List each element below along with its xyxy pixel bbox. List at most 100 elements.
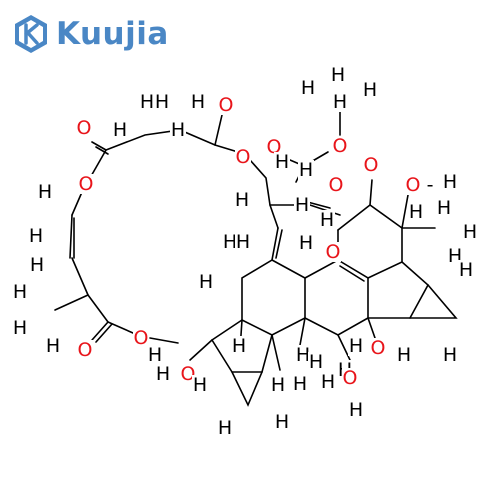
hydrogen-atom-label: H: [223, 231, 237, 253]
oxygen-atom-label: O: [343, 367, 358, 389]
hydrogen-atom-label: H: [140, 91, 154, 113]
atom-label-bg: [330, 65, 346, 85]
hydrogen-atom-label: H: [321, 371, 335, 393]
atom-label-bg: [155, 364, 171, 384]
atom-label-bg: [147, 345, 163, 365]
atom-label-bg: [320, 372, 336, 392]
atom-label-bg: [29, 255, 45, 275]
hydrogen-atom-label: H: [156, 363, 170, 385]
atom-label-bg: [37, 182, 53, 202]
hydrogen-atom-label: H: [293, 373, 307, 395]
atom-label-bg: [298, 160, 314, 180]
hydrogen-atom-label: H: [295, 194, 309, 216]
hydrogen-atom-label: H: [191, 91, 205, 113]
oxygen-atom-label: O: [371, 337, 386, 359]
oxygen-atom-label: O: [134, 327, 149, 349]
atom-label-bg: [154, 92, 170, 112]
hydrogen-atom-label: H: [13, 317, 27, 339]
hydrogen-atom-label: H: [296, 344, 310, 366]
oxygen-atom-label: O: [329, 174, 344, 196]
atom-label-bg: [442, 345, 458, 365]
molecule-bonds: [54, 109, 458, 407]
atom-label-bg: [192, 375, 208, 395]
hydrogen-atom-label: H: [443, 344, 457, 366]
atom-label-bg: [348, 400, 364, 420]
atom-label-bg: [274, 412, 290, 432]
oxygen-atom-label: O: [79, 173, 94, 195]
atom-label-bg: [408, 202, 424, 222]
kuujia-logo: Kuujia: [12, 12, 169, 56]
atom-label-bg: [231, 336, 247, 356]
hydrogen-atom-label: H: [437, 197, 451, 219]
atom-label-bg: [45, 336, 61, 356]
oxygen-atom-label: O: [77, 117, 92, 139]
hydrogen-atom-label: H: [232, 335, 246, 357]
hydrogen-atom-label: H: [199, 271, 213, 293]
atom-label-bg: [77, 340, 93, 360]
atom-label-bg: [222, 232, 238, 252]
atom-label-bg: [462, 222, 478, 242]
hydrogen-atom-label: H: [459, 259, 473, 281]
hydrogen-atom-label: H: [38, 181, 52, 203]
atom-label-bg: [292, 374, 308, 394]
atom-label-bg: [112, 120, 128, 140]
atom-label-bg: [325, 242, 341, 262]
atom-label-bg: [133, 328, 149, 348]
atom-label-bg: [235, 232, 251, 252]
hydrogen-atom-label: H: [148, 344, 162, 366]
hydrogen-atom-label: H: [275, 411, 289, 433]
atom-label-bg: [396, 345, 412, 365]
hydrogen-atom-label: H: [171, 119, 185, 141]
atom-label-bg: [12, 318, 28, 338]
k-hexagon-icon: [15, 15, 47, 53]
atom-label-bg: [370, 338, 386, 358]
oxygen-atom-label: O: [406, 174, 421, 196]
hydrogen-atom-label: H: [349, 399, 363, 421]
hydrogen-atom-label: H: [299, 232, 313, 254]
oxygen-atom-label: O: [236, 146, 251, 168]
atom-label-bg: [170, 120, 186, 140]
atom-label-bg: [442, 172, 458, 192]
atom-label-bg: [190, 92, 206, 112]
hydrogen-atom-label: H: [363, 79, 377, 101]
atom-label-bg: [300, 78, 316, 98]
hydrogen-atom-label: H: [397, 344, 411, 366]
atom-label-bg: [12, 282, 28, 302]
atom-label-bg: [139, 92, 155, 112]
atom-label-bg: [363, 155, 379, 175]
hydrogen-atom-label: H: [193, 374, 207, 396]
hydrogen-atom-label: H: [309, 351, 323, 373]
atom-label-bg: [218, 95, 234, 115]
atom-label-bg: [308, 352, 324, 372]
hydrogen-atom-label: H: [30, 254, 44, 276]
oxygen-atom-label: O: [219, 94, 234, 116]
atom-label-bg: [332, 92, 348, 112]
atom-label-bg: [78, 174, 94, 194]
hydrogen-atom-label: -: [427, 174, 434, 196]
atom-label-bg: [405, 175, 421, 195]
hydrogen-atom-label: H: [463, 221, 477, 243]
hydrogen-atom-label: H: [235, 189, 249, 211]
hydrogen-atom-label: H: [271, 374, 285, 396]
hydrogen-atom-label: H: [409, 201, 423, 223]
hydrogen-atom-label: H: [333, 91, 347, 113]
hydrogen-atom-label: H: [113, 119, 127, 141]
atom-label-bg: [458, 260, 474, 280]
atom-label-bg: [362, 80, 378, 100]
atom-label-bg: [298, 233, 314, 253]
hydrogen-atom-label: H: [236, 231, 250, 253]
atom-label-bg: [295, 345, 311, 365]
atom-label-bg: [436, 198, 452, 218]
atom-label-bg: [348, 336, 364, 356]
hydrogen-atom-label: H: [275, 151, 289, 173]
hydrogen-atom-label: H: [46, 335, 60, 357]
atom-label-bg: [332, 136, 348, 156]
hydrogen-atom-label: H: [155, 91, 169, 113]
atom-label-bg: [294, 195, 310, 215]
atom-label-bg: [328, 175, 344, 195]
atom-label-bg: [235, 147, 251, 167]
atom-label-bg: [342, 368, 358, 388]
hydrogen-atom-label: H: [443, 171, 457, 193]
